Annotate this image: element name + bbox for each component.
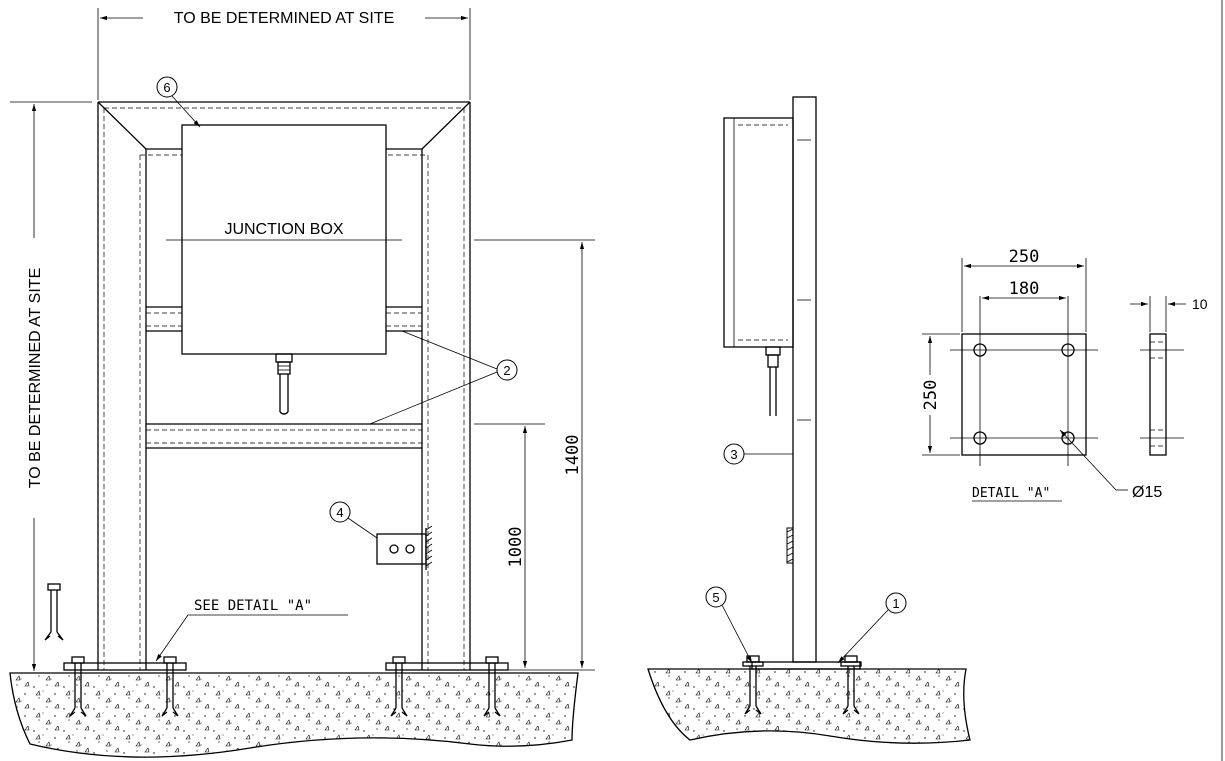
side-post	[792, 96, 817, 663]
dim-thickness-label: 10	[1192, 296, 1208, 312]
balloon-5: 5	[705, 586, 753, 664]
detail-a: 250 180 250 10 Ø15 DETAIL "A"	[921, 247, 1208, 502]
foundation-front	[9, 672, 579, 758]
see-detail-note: SEE DETAIL "A"	[155, 598, 348, 662]
top-width-dimension: TO BE DETERMINED AT SITE	[97, 8, 471, 100]
svg-text:5: 5	[712, 590, 719, 605]
balloon-2: 2	[369, 330, 518, 425]
junction-box-label: JUNCTION BOX	[224, 221, 343, 238]
balloon-4: 4	[329, 501, 378, 539]
earthing-lug	[376, 525, 433, 570]
junction-box: JUNCTION BOX	[166, 124, 402, 415]
side-view: 3 5 1	[647, 96, 971, 744]
detail-holes	[950, 296, 1098, 466]
dim-1400-label: 1400	[563, 435, 583, 476]
svg-text:2: 2	[503, 363, 510, 378]
balloon-6: 6	[156, 76, 201, 128]
foundation-side	[647, 668, 971, 744]
dim-1000-label: 1000	[506, 527, 526, 568]
dim-width-inner-label: 180	[1009, 279, 1040, 299]
front-view: TO BE DETERMINED AT SITE TO BE DETERMINE…	[9, 8, 595, 758]
hole-diameter-label: Ø15	[1132, 484, 1162, 501]
svg-text:6: 6	[163, 80, 170, 95]
detail-plate	[961, 333, 1087, 456]
see-detail-label: SEE DETAIL "A"	[194, 598, 312, 614]
svg-text:3: 3	[730, 447, 737, 462]
left-height-dimension: TO BE DETERMINED AT SITE	[10, 101, 92, 671]
base-plate-left	[63, 662, 187, 671]
balloon-3: 3	[723, 443, 793, 465]
top-width-dimension-label: TO BE DETERMINED AT SITE	[174, 10, 394, 27]
anchor-bolts-front	[69, 656, 501, 717]
detail-a-title: DETAIL "A"	[972, 486, 1050, 501]
detail-plate-side	[1149, 333, 1167, 456]
svg-text:4: 4	[336, 505, 343, 520]
junction-box-side	[723, 117, 794, 416]
dim-width-outer-label: 250	[1009, 247, 1040, 267]
svg-text:1: 1	[892, 596, 899, 611]
dim-height-label: 250	[921, 380, 941, 411]
anchor-bolts-side	[742, 655, 862, 715]
loose-anchor-bolt	[44, 583, 64, 641]
balloon-1: 1	[837, 592, 907, 664]
left-height-dimension-label: TO BE DETERMINED AT SITE	[27, 268, 44, 488]
height-dimensions: 1400 1000	[474, 239, 595, 671]
base-plate-right	[385, 662, 509, 671]
